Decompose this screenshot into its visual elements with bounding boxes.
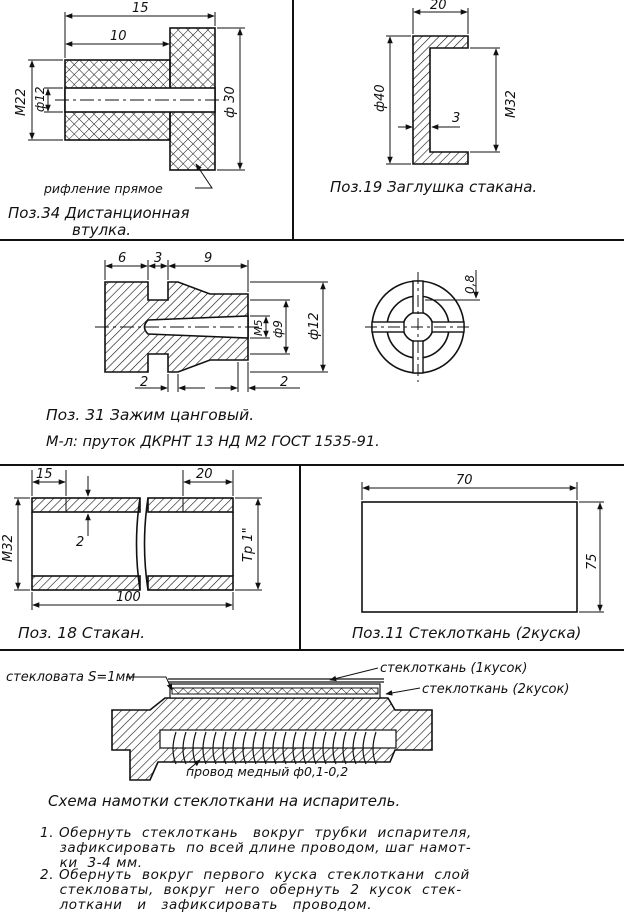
p18-dim-15: 15	[36, 467, 53, 482]
p18-dim-100: 100	[116, 590, 141, 605]
p19-dim-d40: ф40	[373, 84, 388, 112]
p31-dim-3: 3	[154, 251, 162, 266]
part-18-cup	[14, 470, 262, 610]
panel-borders	[0, 0, 624, 651]
part-19-cap	[386, 8, 500, 165]
p34-dim-m22: М22	[14, 88, 29, 116]
part-11-fabric	[361, 482, 604, 613]
scheme-label-fabric2: стеклоткань (2кусок)	[422, 682, 569, 697]
scheme-label-fabric1: стеклоткань (1кусок)	[380, 661, 527, 676]
p19-dim-20: 20	[430, 0, 447, 13]
collet-end-view	[365, 270, 480, 382]
p19-dim-m32: М32	[504, 90, 519, 118]
fabric-sheet	[361, 501, 578, 613]
p31-title: Поз. 31 Зажим цанговый.	[46, 406, 254, 424]
part-34-bushing	[28, 12, 245, 189]
p34-title-1: Поз.34 Дистанционная	[8, 204, 189, 222]
p18-dim-2: 2	[76, 535, 84, 550]
p18-title: Поз. 18 Стакан.	[18, 624, 145, 642]
p19-dim-3: 3	[452, 111, 460, 126]
p19-title: Поз.19 Заглушка стакана.	[330, 178, 537, 196]
p31-dim-2b: 2	[280, 375, 288, 390]
p31-dim-d9: ф9	[271, 320, 285, 338]
p34-callout: рифление прямое	[43, 181, 163, 196]
p31-dim-9: 9	[204, 251, 212, 266]
scheme-label-glasswool: стекловата S=1мм	[6, 670, 135, 685]
p34-dim-d12: ф12	[33, 86, 47, 112]
p31-dim-m5: М5	[252, 320, 265, 337]
instruction-step-1: 1. Обернуть стеклоткань вокруг трубки ис…	[40, 825, 472, 871]
part-31-collet	[95, 260, 480, 392]
p18-dim-m32: М32	[1, 534, 16, 562]
p18-dim-tr: Тр 1"	[241, 527, 256, 562]
cup-wall-top-right	[147, 497, 234, 513]
p18-dim-20: 20	[196, 467, 213, 482]
wire-coils	[172, 731, 377, 765]
p11-dim-70: 70	[456, 473, 473, 488]
p11-title: Поз.11 Стеклоткань (2куска)	[352, 624, 581, 642]
p31-dim-d12: ф12	[307, 312, 322, 340]
p31-dim-6: 6	[118, 251, 126, 266]
cup-wall-bottom-right	[147, 575, 234, 591]
p34-dim-15: 15	[132, 1, 149, 16]
cup-wall-bottom-left	[31, 575, 141, 591]
p34-title-2: втулка.	[72, 221, 131, 239]
p31-dim-2a: 2	[140, 375, 148, 390]
winding-scheme	[111, 667, 433, 781]
p11-dim-75: 75	[585, 553, 600, 570]
cup-wall-top-left	[31, 497, 141, 513]
p31-material: М-л: пруток ДКРНТ 13 НД М2 ГОСТ 1535-91.	[46, 434, 380, 450]
p34-dim-d30: ф 30	[223, 86, 238, 118]
cap-section	[412, 35, 469, 165]
scheme-label-wire: провод медный ф0,1-0,2	[186, 764, 348, 779]
instruction-step-2: 2. Обернуть вокруг первого куска стеклот…	[40, 867, 470, 913]
scheme-title: Схема намотки стеклоткани на испаритель.	[48, 792, 400, 810]
p34-dim-10: 10	[110, 29, 127, 44]
p31-dim-08: 0,8	[463, 275, 477, 294]
